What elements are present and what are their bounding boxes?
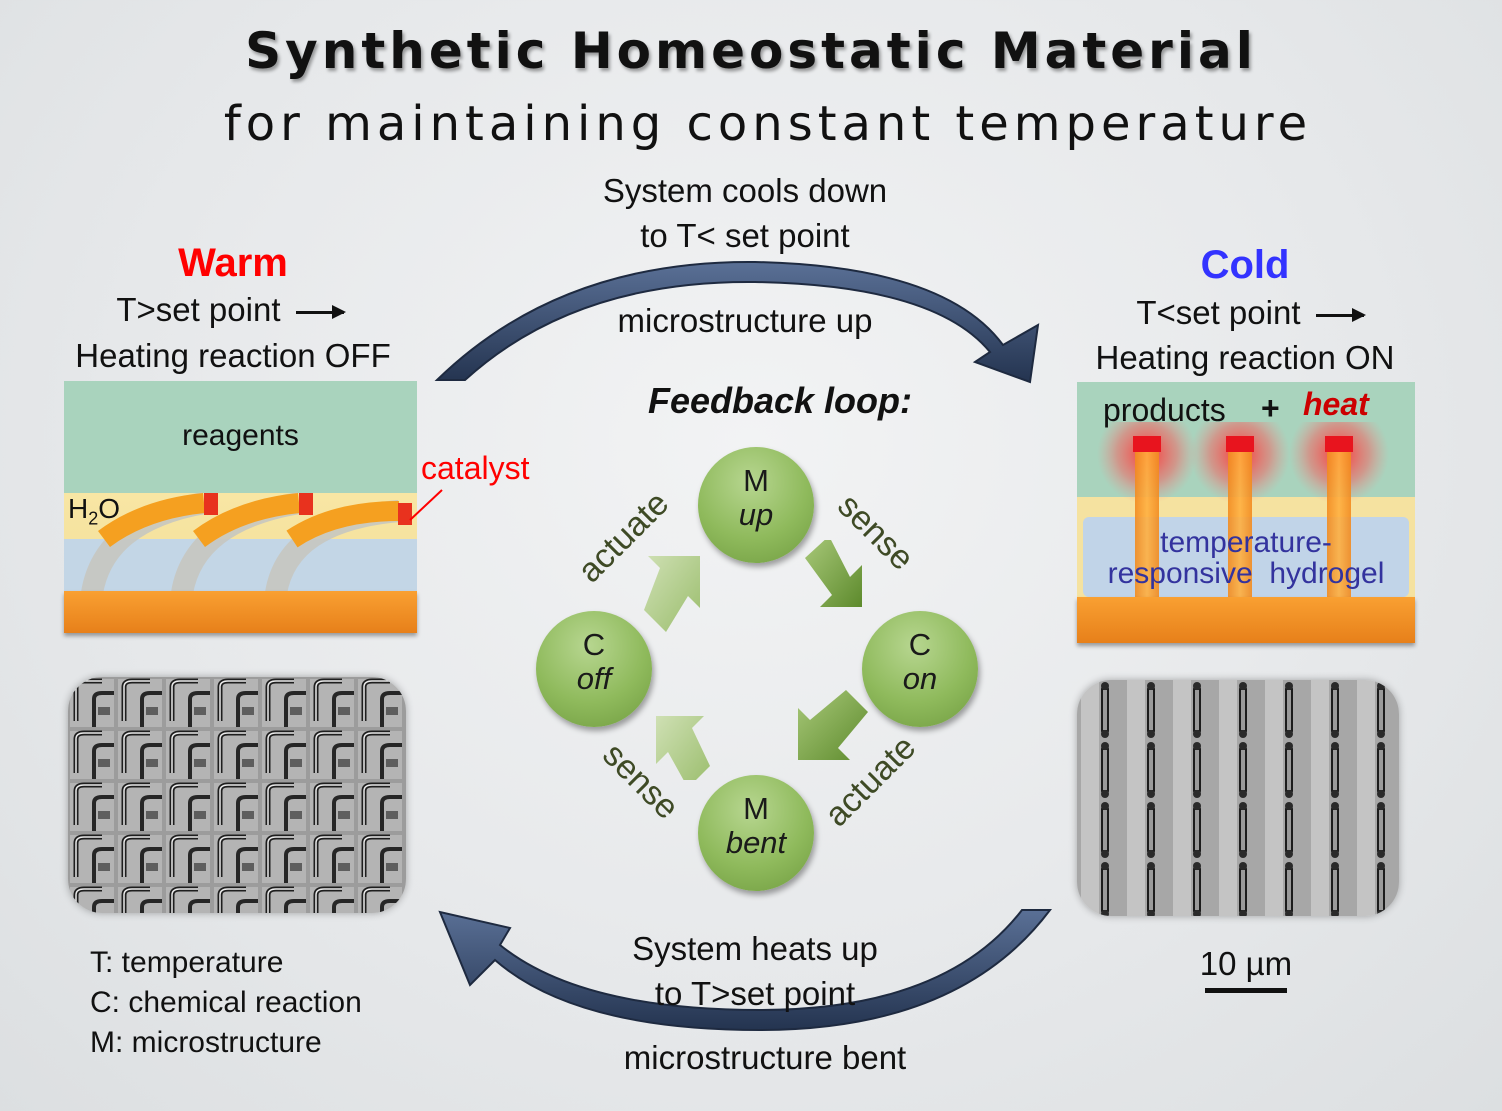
top-arc xyxy=(434,260,1040,384)
bottom-arc-line2: to T>set point xyxy=(654,975,856,1012)
bent-microstructures xyxy=(81,492,412,596)
node-m-bent: M bent xyxy=(698,775,814,891)
right-arrow-icon xyxy=(1315,307,1366,322)
upright-micrograph-image xyxy=(1077,680,1399,916)
bottom-arc-label: microstructure bent xyxy=(623,1039,907,1076)
products-label: products xyxy=(1103,392,1226,428)
warm-condition: T>set point xyxy=(40,287,420,333)
top-arc-label: microstructure up xyxy=(617,302,873,339)
scale-bar xyxy=(1205,988,1287,993)
bottom-arc-text: System heats up to T>set point xyxy=(555,926,955,1016)
actuate-arrow-icon xyxy=(798,690,868,760)
upright-microstructures xyxy=(1097,422,1389,598)
cold-condition: T<set point xyxy=(1080,290,1420,336)
diagram-subtitle: for maintaining constant temperature xyxy=(223,96,1313,152)
top-arc-line2: to T< set point xyxy=(640,217,850,254)
legend-item: M: microstructure xyxy=(90,1026,322,1059)
reagents-label: reagents xyxy=(182,419,299,452)
cold-line2: Heating reaction ON xyxy=(1095,339,1395,376)
node-c-off: C off xyxy=(536,611,652,727)
warm-line2: Heating reaction OFF xyxy=(75,337,391,374)
legend: T: temperature C: chemical reaction M: m… xyxy=(90,943,362,1063)
warm-line1: T>set point xyxy=(116,291,281,328)
sense-arrow-icon xyxy=(656,716,710,780)
node-c-on: C on xyxy=(862,611,978,727)
feedback-arrows xyxy=(644,540,868,780)
top-arc-line1: System cools down xyxy=(602,172,888,209)
feedback-title: Feedback loop: xyxy=(647,380,913,421)
plus-sign: + xyxy=(1261,390,1280,426)
bottom-arc-line1: System heats up xyxy=(632,930,878,967)
heat-label: heat xyxy=(1303,386,1369,422)
bottom-arc xyxy=(438,909,1053,1032)
reagents-layer xyxy=(64,381,417,493)
scale-bar-label: 10 µm xyxy=(1199,945,1293,982)
substrate-warm xyxy=(64,591,417,633)
warm-schematic: reagents H2O xyxy=(64,381,417,645)
bent-micrograph-image xyxy=(68,677,406,913)
actuate-arrow-icon xyxy=(644,556,700,632)
catalyst-pointer xyxy=(409,489,443,521)
cold-micrograph xyxy=(1077,680,1399,916)
catalyst-label: catalyst xyxy=(421,450,530,486)
node-m-up: M up xyxy=(698,447,814,563)
substrate-cold xyxy=(1077,597,1415,643)
warm-title: Warm xyxy=(178,241,288,285)
hydrogel-label: temperature- responsive hydrogel xyxy=(1107,526,1385,590)
cold-schematic: products + heat temperature- responsive … xyxy=(1077,382,1415,646)
warm-micrograph xyxy=(68,677,406,913)
water-label: H2O xyxy=(68,493,121,529)
sense-arrow-icon xyxy=(805,540,862,607)
right-arrow-icon xyxy=(295,304,346,319)
diagram-title: Synthetic Homeostatic Material xyxy=(245,22,1257,80)
legend-item: T: temperature xyxy=(90,946,284,979)
legend-item: C: chemical reaction xyxy=(90,986,362,1019)
cold-title: Cold xyxy=(1200,243,1290,287)
cold-line1: T<set point xyxy=(1136,294,1301,331)
top-arc-text: System cools down to T< set point xyxy=(545,168,945,258)
